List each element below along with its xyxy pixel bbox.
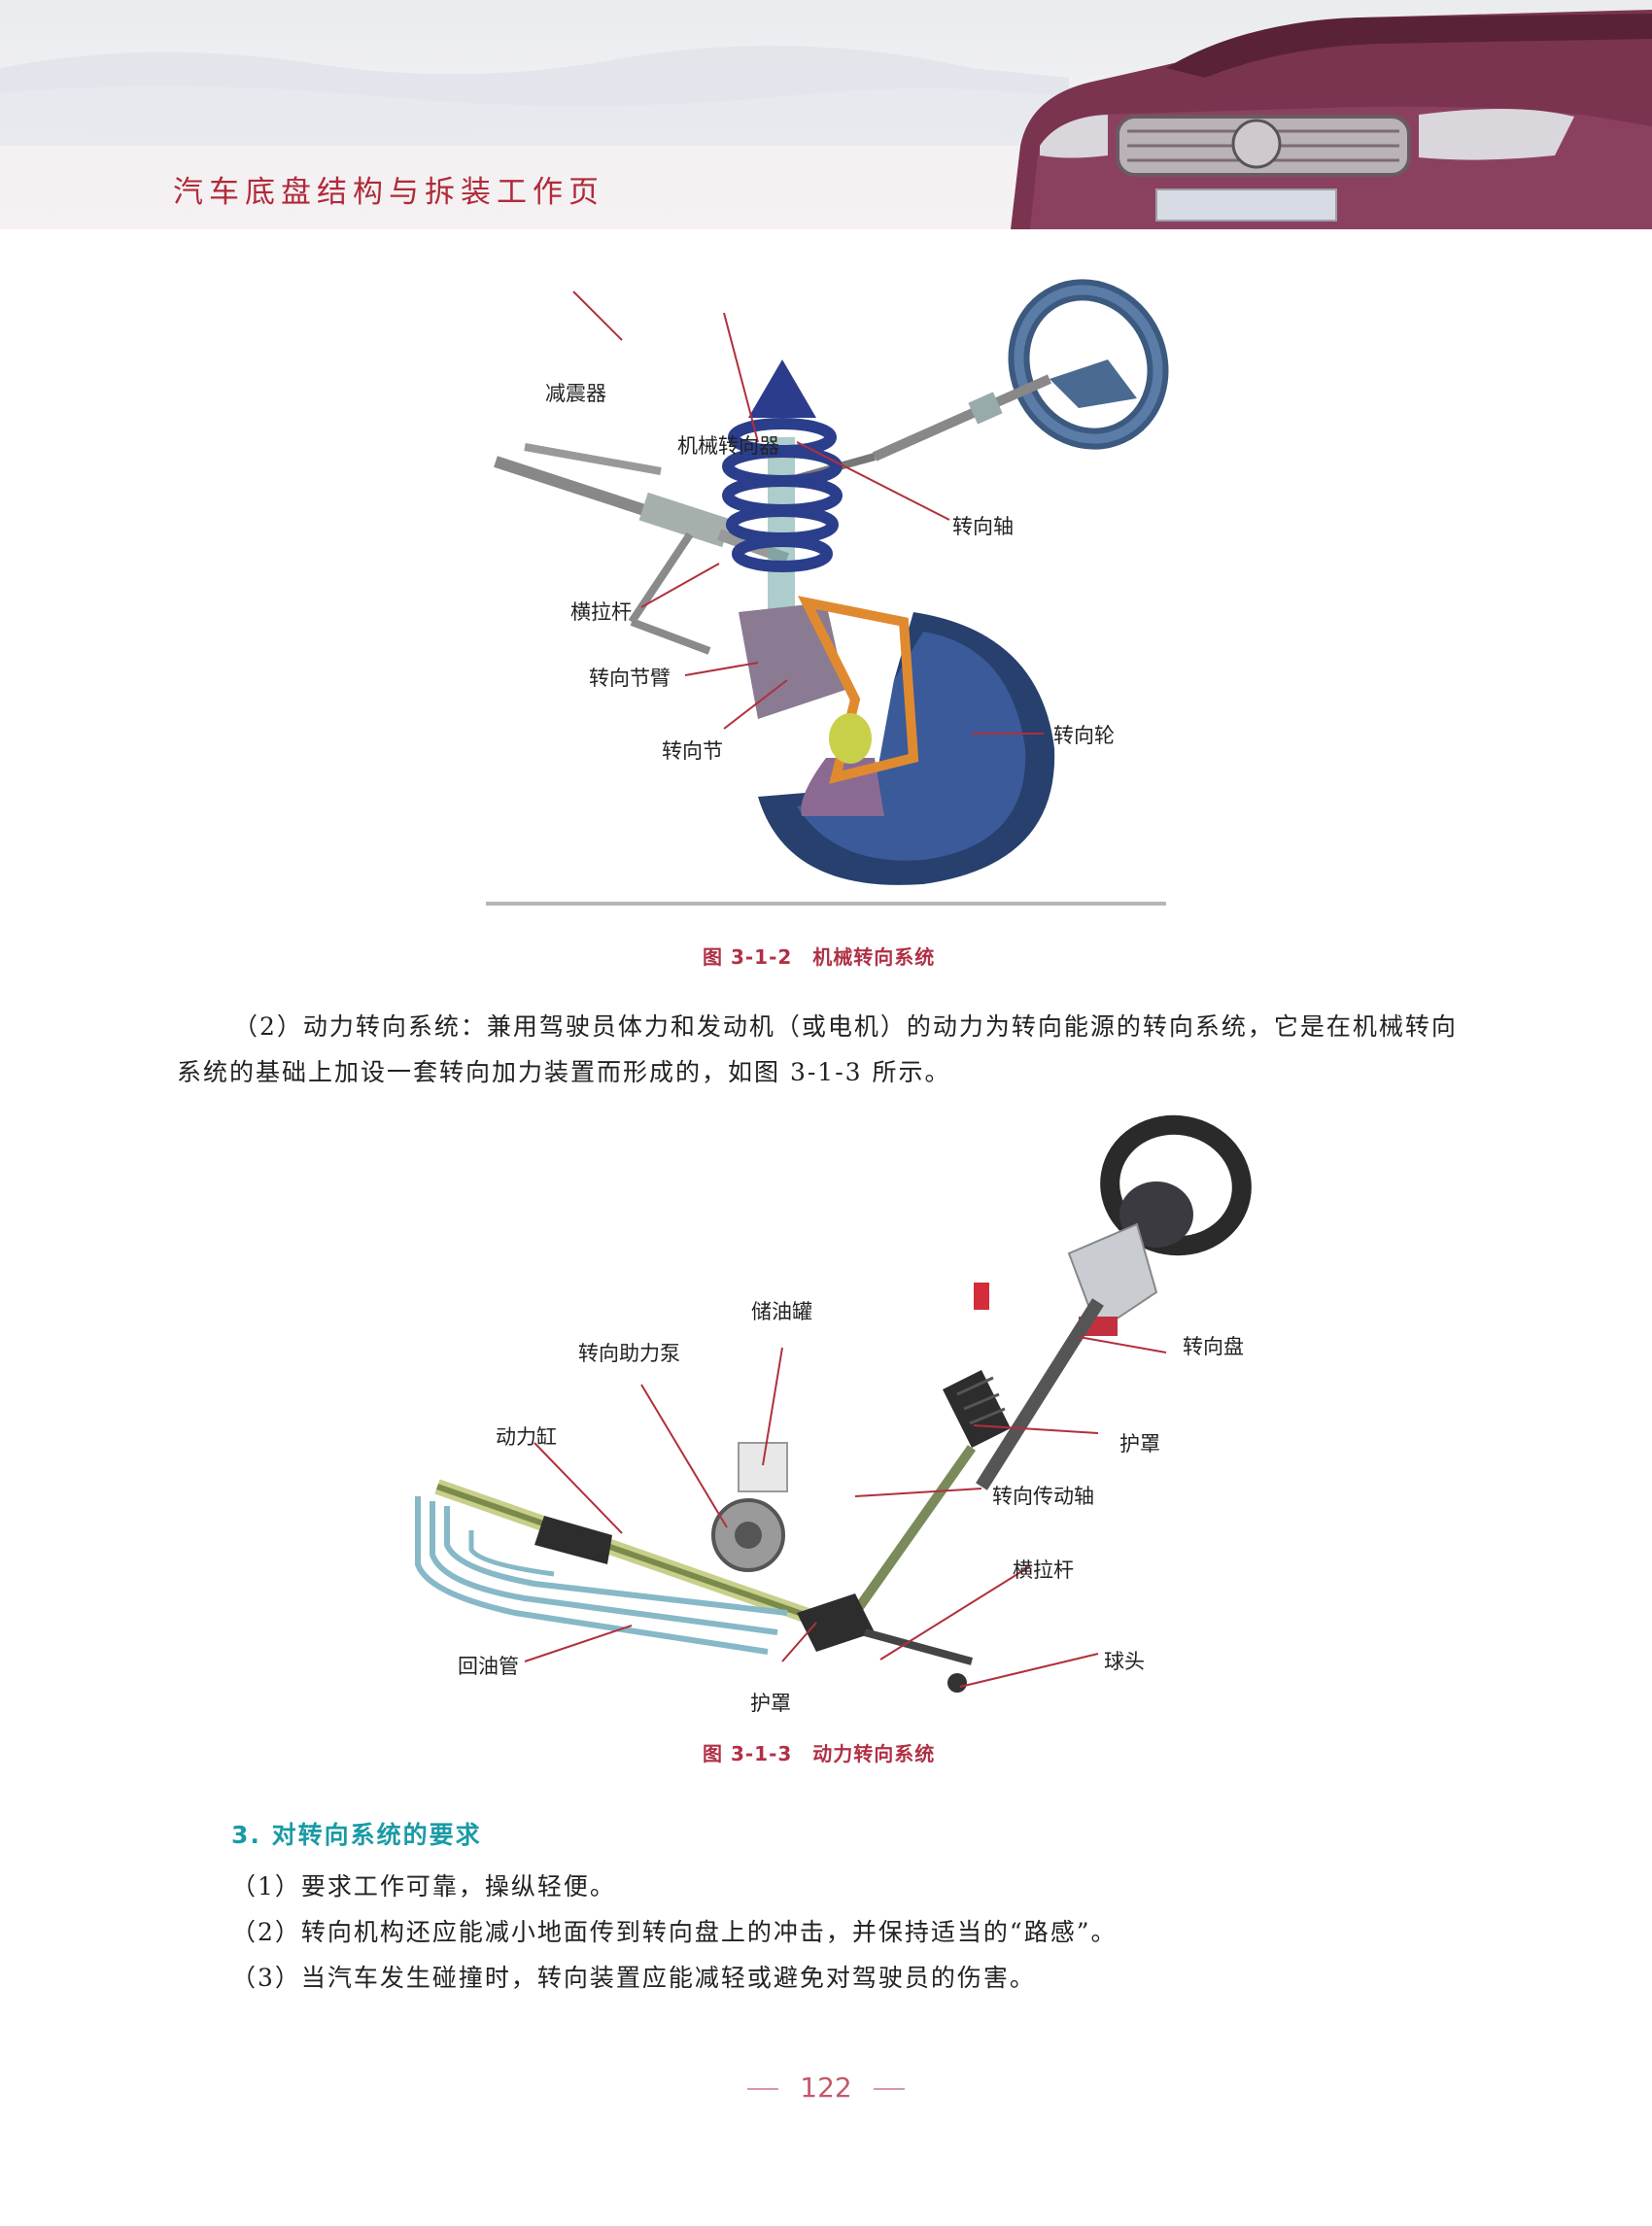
- label-power-pump: 转向助力泵: [578, 1342, 680, 1365]
- header-title: 汽车底盘结构与拆装工作页: [173, 175, 604, 210]
- label-tie-rod-fig2: 横拉杆: [1013, 1558, 1074, 1582]
- section-heading: 3. 对转向系统的要求: [231, 1821, 482, 1849]
- label-tie-rod-fig1: 横拉杆: [570, 600, 632, 624]
- label-steering-shaft: 转向轴: [952, 515, 1014, 538]
- figure-caption-3-1-2: 图 3-1-2 机械转向系统: [703, 945, 936, 969]
- power-steering-paragraph: （2）动力转向系统：兼用驾驶员体力和发动机（或电机）的动力为转向能源的转向系统，…: [177, 1012, 1458, 1086]
- requirement-item-1: （1）要求工作可靠，操纵轻便。: [231, 1872, 616, 1901]
- requirement-item-2: （2）转向机构还应能减小地面传到转向盘上的冲击，并保持适当的“路感”。: [231, 1918, 1118, 1946]
- label-power-cylinder: 动力缸: [496, 1425, 557, 1449]
- footer-dash-right: [873, 2088, 905, 2090]
- label-steered-wheel: 转向轮: [1053, 724, 1115, 747]
- power-steering-illustration: [415, 1114, 1252, 1693]
- label-shock-absorber: 减震器: [545, 382, 606, 405]
- label-drive-shaft: 转向传动轴: [992, 1485, 1094, 1508]
- label-steering-wheel: 转向盘: [1183, 1335, 1244, 1358]
- figure-caption-3-1-3: 图 3-1-3 动力转向系统: [703, 1742, 936, 1765]
- footer-dash-left: [747, 2088, 779, 2090]
- label-knuckle-arm: 转向节臂: [589, 667, 671, 690]
- label-boot-upper: 护罩: [1119, 1432, 1160, 1455]
- mechanical-steering-illustration: [486, 279, 1169, 906]
- label-ball-joint: 球头: [1104, 1650, 1145, 1673]
- label-boot-lower: 护罩: [750, 1692, 791, 1715]
- label-reservoir: 储油罐: [751, 1300, 812, 1323]
- page-number-footer: 122: [0, 2072, 1652, 2104]
- requirement-item-3: （3）当汽车发生碰撞时，转向装置应能减轻或避免对驾驶员的伤害。: [231, 1964, 1036, 1992]
- page-number: 122: [800, 2072, 852, 2104]
- label-mechanical-steering-gear: 机械转向器: [677, 434, 779, 458]
- label-steering-knuckle: 转向节: [662, 739, 723, 763]
- page-header-banner: 汽车底盘结构与拆装工作页: [0, 0, 1652, 229]
- car-illustration: [1011, 10, 1652, 229]
- header-background-art: [0, 10, 1652, 229]
- label-return-pipe: 回油管: [458, 1655, 519, 1678]
